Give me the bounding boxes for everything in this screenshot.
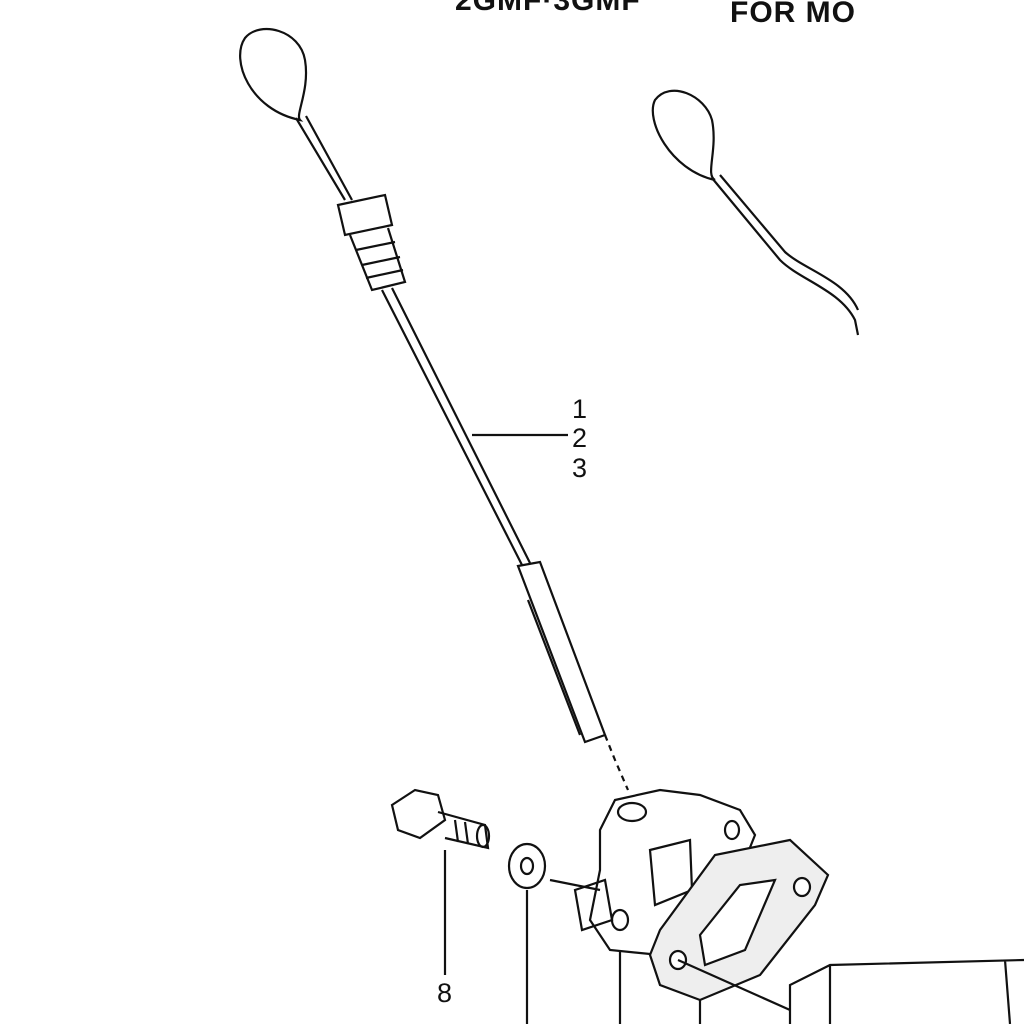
callout-1: 1 [572,394,588,424]
callout-8: 8 [437,978,453,1008]
callout-3: 3 [572,453,588,483]
bolt [390,788,491,850]
alternate-dipstick [651,89,860,336]
gasket [648,838,830,1012]
dipstick [239,28,630,791]
for-label: FOR MO [730,0,856,29]
engine-block [788,958,1024,1024]
model-label: 2GMF·3GMF [455,0,641,17]
callout-2: 2 [572,423,588,453]
washer [507,842,547,890]
